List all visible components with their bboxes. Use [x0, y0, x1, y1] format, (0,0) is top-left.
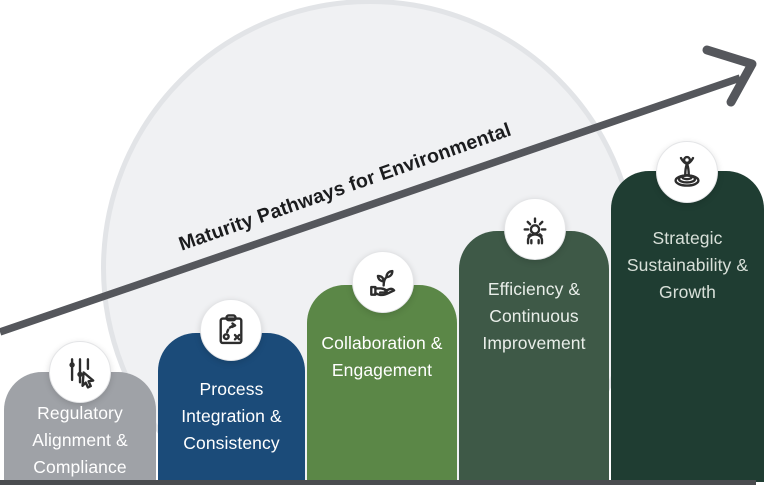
strategy-clipboard-icon [200, 299, 262, 361]
stage-label-line: Continuous [489, 306, 579, 326]
stage-label-line: Efficiency & [487, 279, 581, 299]
background-clip-strip [0, 485, 768, 493]
stage-column-efficiency-continuous-improvement [459, 231, 609, 482]
person-rays-icon [504, 198, 566, 260]
baseline [0, 480, 756, 485]
stage-column-strategic-sustainability-growth [611, 171, 764, 482]
sliders-pointer-icon [49, 341, 111, 403]
stage-label-regulatory-alignment-compliance: Regulatory Alignment & Compliance [4, 400, 156, 481]
stage-label-line: Consistency [183, 433, 280, 453]
stage-label-line: Regulatory [37, 403, 123, 423]
stage-label-strategic-sustainability-growth: Strategic Sustainability & Growth [611, 225, 764, 306]
stage-label-process-integration-consistency: Process Integration & Consistency [158, 376, 305, 457]
stage-label-line: Sustainability & [626, 255, 749, 275]
stage-column-collaboration-engagement [307, 285, 457, 482]
stage-label-line: Compliance [33, 457, 127, 477]
stage-label-collaboration-engagement: Collaboration & Engagement [307, 330, 457, 384]
achiever-target-icon [656, 141, 718, 203]
stage-label-line: Process [199, 379, 264, 399]
stage-label-line: Improvement [482, 333, 586, 353]
stage-label-efficiency-continuous-improvement: Efficiency & Continuous Improvement [459, 276, 609, 357]
stage-label-line: Growth [658, 282, 716, 302]
stage-label-line: Engagement [331, 360, 433, 380]
hand-sprout-icon [352, 251, 414, 313]
stage-label-line: Collaboration & [321, 333, 443, 353]
stage-label-line: Integration & [181, 406, 282, 426]
stage-label-line: Alignment & [32, 430, 128, 450]
stage-label-line: Strategic [652, 228, 723, 248]
